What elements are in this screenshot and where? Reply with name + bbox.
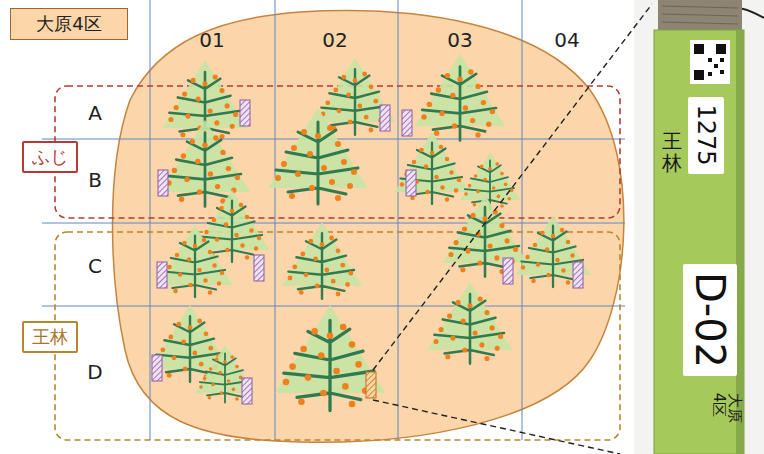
leader-line (373, 4, 652, 370)
qr-dot (720, 70, 724, 74)
apple-tree (428, 282, 513, 364)
grid-label: D (87, 360, 102, 384)
grid-line (42, 306, 625, 307)
tree-tag-photo: 王林大原4区 1275D-02 (654, 30, 744, 454)
grid-label: B (88, 168, 102, 192)
node-text: 大原4区 (25, 13, 113, 35)
apple-tree (158, 225, 233, 297)
grid-line (398, 0, 399, 440)
tag-position-label: D-02 (683, 264, 737, 376)
node-text: D-02 (688, 272, 732, 368)
apple-tree (443, 195, 528, 277)
grid-label: C (88, 254, 102, 278)
qr-dot (714, 64, 718, 68)
node-text: 王林 (32, 326, 68, 348)
tag-body (654, 30, 744, 454)
apple-tree (516, 215, 591, 287)
grid-line (275, 0, 276, 440)
tag-marker (503, 258, 513, 284)
grid-label: 03 (447, 28, 472, 52)
qr-finder (694, 70, 704, 80)
qr-dot (708, 72, 712, 76)
qr-dot (708, 58, 712, 62)
apple-tree (268, 108, 368, 204)
grid-label: A (88, 101, 102, 125)
grid-label: 04 (554, 28, 579, 52)
tag-side (736, 30, 744, 454)
field-outline (113, 11, 624, 443)
apple-tree (282, 222, 362, 299)
qr-code (690, 40, 730, 84)
qr-dot (720, 58, 724, 62)
tag-marker (254, 255, 264, 281)
node-text: 王林 (662, 130, 682, 174)
grid-line (522, 0, 523, 440)
tag-marker (380, 105, 390, 131)
apple-tree (160, 120, 250, 206)
grid-label: 02 (322, 28, 347, 52)
tag-marker (573, 262, 583, 288)
apple-tree (415, 54, 505, 140)
qr-finder (716, 44, 726, 54)
tag-number-label: 1275 (688, 97, 724, 174)
tag-marker (152, 355, 162, 381)
grid-line (150, 0, 151, 440)
node-text: 1275 (693, 104, 719, 165)
grid-lines (42, 0, 625, 440)
apple-tree (395, 132, 470, 204)
node-text: ふじ (32, 146, 68, 168)
tag-marker (242, 378, 252, 404)
photo-background (634, 0, 764, 454)
tree-tag-markers (152, 100, 583, 404)
area-title-box: 大原4区 (10, 8, 128, 40)
tag-marker (402, 110, 412, 136)
qr-ground (690, 40, 730, 84)
grid-line (42, 223, 625, 224)
trees (150, 54, 591, 411)
grid-label: 01 (199, 28, 224, 52)
highlighted-tag-marker (366, 372, 376, 398)
wood-grain (662, 6, 738, 24)
tag-marker (157, 262, 167, 288)
apple-tree (275, 305, 385, 411)
tag-wood-top (658, 0, 742, 32)
apple-tree (460, 152, 520, 210)
variety-label-box: 王林 (22, 321, 78, 353)
tag-marker (406, 170, 416, 196)
tag-marker (240, 100, 250, 126)
leader-line (373, 400, 620, 454)
node-text: 大原4区 (710, 393, 742, 428)
tag-marker (158, 170, 168, 196)
variety-label-box: ふじ (22, 141, 78, 173)
qr-finder (694, 44, 704, 54)
